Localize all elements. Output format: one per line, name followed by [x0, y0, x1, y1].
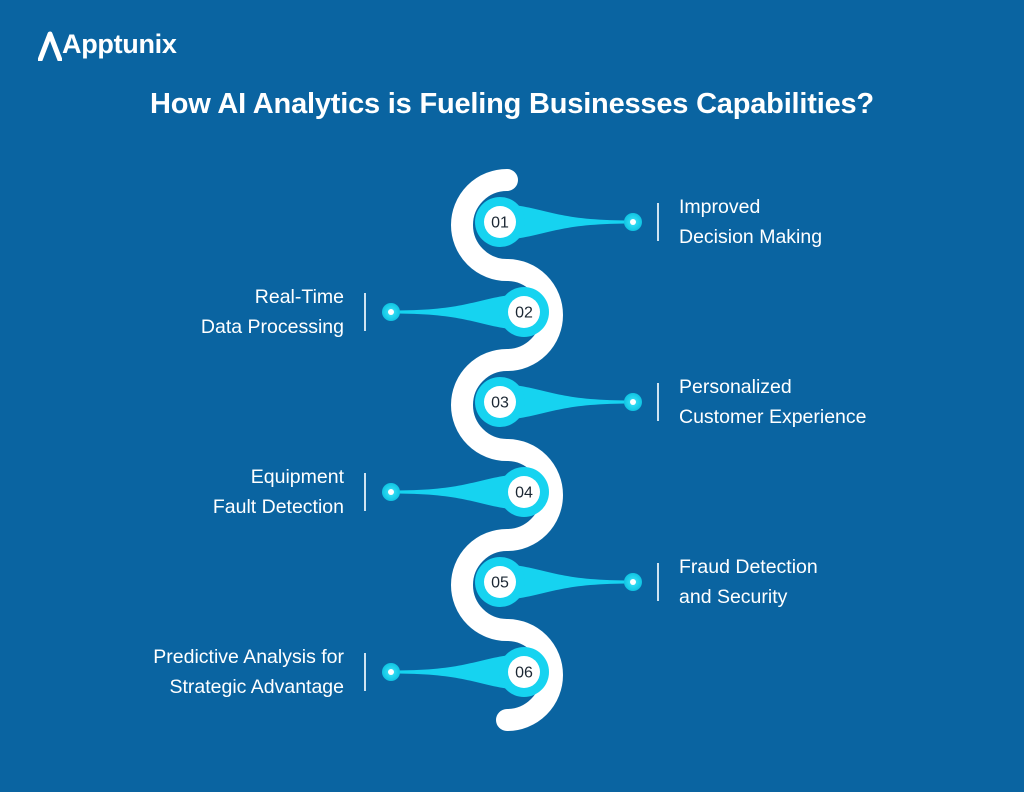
step-label-05: Fraud Detection and Security: [679, 552, 818, 612]
end-bulb-dot: [388, 309, 394, 315]
step-label-line: Equipment: [250, 466, 344, 488]
node-center: [508, 476, 540, 508]
step-label-line: Data Processing: [200, 316, 344, 338]
node-center: [484, 386, 516, 418]
step-label-line: Improved: [679, 196, 761, 218]
a-chevron-logo-icon: [38, 31, 62, 61]
step-label-line: Fault Detection: [212, 496, 344, 518]
step-node-03: 03: [475, 377, 642, 427]
step-label-line: Real-Time: [254, 286, 344, 308]
end-bulb-dot: [388, 489, 394, 495]
step-label-line: Strategic Advantage: [169, 676, 344, 698]
brand-name: Apptunix: [62, 29, 177, 59]
end-bulb-dot: [630, 399, 636, 405]
node-center: [508, 296, 540, 328]
step-label-line: Personalized: [679, 376, 792, 398]
label-divider: [657, 203, 659, 241]
label-divider: [657, 563, 659, 601]
winding-path: [451, 169, 563, 731]
step-label-line: Customer Experience: [679, 406, 867, 428]
label-divider: [364, 473, 366, 511]
page-title: How AI Analytics is Fueling Businesses C…: [150, 88, 874, 120]
step-node-04: 04: [382, 467, 549, 517]
label-divider: [364, 293, 366, 331]
step-number: 01: [491, 215, 509, 232]
node-center: [484, 566, 516, 598]
node-center: [508, 656, 540, 688]
label-divider: [657, 383, 659, 421]
step-node-06: 06: [382, 647, 549, 697]
step-number: 05: [491, 575, 509, 592]
step-number: 02: [515, 305, 533, 322]
step-number: 03: [491, 395, 509, 412]
step-node-02: 02: [382, 287, 549, 337]
step-number: 06: [515, 665, 533, 682]
step-node-01: 01: [475, 197, 642, 247]
end-bulb-dot: [388, 669, 394, 675]
end-bulb-dot: [630, 219, 636, 225]
label-divider: [364, 653, 366, 691]
step-number: 04: [515, 485, 533, 502]
step-label-line: Decision Making: [679, 226, 823, 248]
node-center: [484, 206, 516, 238]
step-label-line: and Security: [679, 586, 788, 608]
step-node-05: 05: [475, 557, 642, 607]
step-label-line: Predictive Analysis for: [153, 646, 344, 668]
end-bulb-dot: [630, 579, 636, 585]
step-label-line: Fraud Detection: [679, 556, 818, 578]
brand-logo: Apptunix: [38, 27, 177, 61]
